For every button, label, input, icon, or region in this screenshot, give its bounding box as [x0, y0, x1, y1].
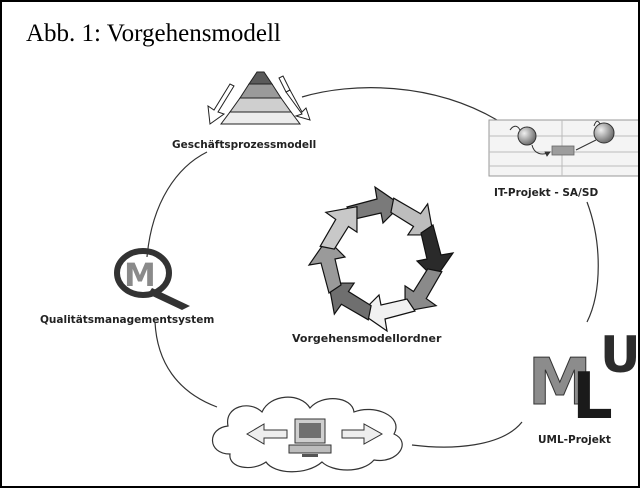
qm-logo-letter: M: [124, 256, 156, 294]
cycle-arrows-icon: [307, 185, 455, 333]
cycle-segment-7: [307, 238, 347, 294]
connector-network-to-qm: [154, 321, 218, 408]
label-qualitaetsmanagementsystem: Qualitätsmanagementsystem: [40, 314, 214, 326]
computer-icon: [288, 418, 332, 457]
cycle-segment-6: [327, 282, 372, 321]
cycle-connectors: [146, 87, 599, 448]
right-arrow-icon: [341, 423, 384, 445]
uml-logo-icon: U M L: [528, 326, 639, 434]
uml-letter-u: U: [600, 326, 638, 384]
process-chart-icon: [488, 119, 638, 177]
figure-title: Abb. 1: Vorgehensmodell: [26, 20, 281, 47]
connector-uml-to-network: [411, 421, 523, 448]
qm-logo-icon: M: [114, 248, 190, 310]
pyramid-left-arrow-icon: [207, 83, 235, 125]
pyramid-icon: [207, 71, 311, 125]
cycle-segment-8: [319, 205, 358, 250]
cycle-segment-3: [415, 224, 455, 280]
connector-pyramid-to-it: [301, 87, 498, 121]
cycle-segment-5: [360, 293, 416, 333]
cycle-segment-4: [404, 268, 443, 313]
left-arrow-icon: [246, 423, 288, 445]
cycle-segment-1: [346, 185, 402, 225]
uml-letter-m: M: [528, 346, 592, 420]
uml-letter-l: L: [572, 360, 613, 434]
connector-it-to-uml: [586, 201, 599, 323]
cycle-segment-2: [390, 197, 435, 236]
label-it-projekt: IT-Projekt - SA/SD: [494, 187, 598, 199]
label-vorgehensmodellordner: Vorgehensmodellordner: [292, 332, 442, 345]
connector-qm-to-pyramid: [146, 151, 208, 258]
pyramid-right-arrow-icon: [278, 75, 311, 121]
label-geschaeftsprozessmodell: Geschäftsprozessmodell: [172, 139, 316, 151]
network-computer-icon: [212, 396, 403, 473]
label-uml-projekt: UML-Projekt: [538, 434, 611, 446]
